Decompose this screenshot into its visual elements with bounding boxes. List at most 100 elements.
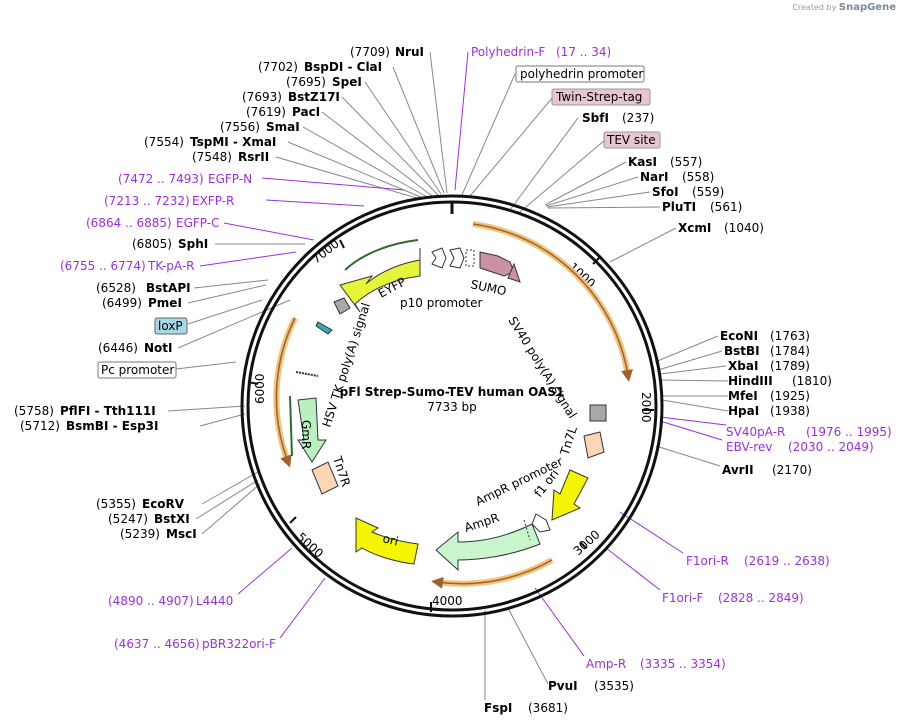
svg-text:XcmI: XcmI [678, 221, 711, 235]
svg-text:(6805): (6805) [132, 237, 172, 251]
svg-text:HindIII: HindIII [728, 374, 773, 388]
backbone-outer [240, 194, 664, 618]
enzyme-fspi: FspI (3681) [484, 701, 568, 715]
svg-text:(7693): (7693) [242, 90, 282, 104]
svg-text:(1784): (1784) [770, 344, 810, 358]
tick-2000: 2000 [639, 392, 653, 423]
enzyme-avrii: AvrII (2170) [722, 463, 812, 477]
svg-text:FspI: FspI [484, 701, 512, 715]
svg-text:(2030 .. 2049): (2030 .. 2049) [788, 440, 874, 454]
svg-text:BspDI - ClaI: BspDI - ClaI [304, 60, 382, 74]
tick-7000: 7000 [309, 237, 342, 267]
enzyme-pflfi-tth111i: (5758)PflFI - Tth111I [14, 404, 156, 418]
enzyme-hindiii: HindIII (1810) [728, 374, 832, 388]
grey-marker-left [333, 297, 351, 315]
enzyme-econi: EcoNI(1763) [720, 329, 810, 343]
label-ampr: AmpR [463, 510, 501, 534]
label-hsv-tk-polya: HSV TK poly(A) signal [320, 301, 373, 429]
orf-arc-top-right [472, 221, 631, 377]
svg-text:EGFP-N: EGFP-N [208, 172, 252, 186]
svg-text:TEV site: TEV site [606, 133, 656, 147]
enzyme-labels: (7709)NruI (7702)BspDI - ClaI (7695)SpeI… [14, 45, 832, 715]
gmr-line [289, 395, 293, 457]
svg-text:(3535): (3535) [594, 679, 634, 693]
enzyme-msci: (5239)MscI [120, 527, 197, 541]
p10-arrow-1 [431, 247, 447, 269]
enzyme-sfoi: SfoI(559) [652, 185, 724, 199]
enzyme-bstz17i: (7693) BstZ17I [242, 90, 340, 104]
svg-text:(237): (237) [622, 111, 654, 125]
svg-text:SV40pA-R: SV40pA-R [726, 425, 785, 439]
svg-text:(1938): (1938) [770, 404, 810, 418]
enzyme-bsmbi-esp3i: (5712)BsmBI - Esp3I [20, 419, 158, 433]
leader-lines [167, 51, 729, 700]
orf-arc-top-right-line [472, 223, 633, 382]
svg-text:(1925): (1925) [770, 389, 810, 403]
svg-text:(5355): (5355) [96, 497, 136, 511]
svg-text:F1ori-F: F1ori-F [662, 591, 703, 605]
tick-6000: 6000 [253, 373, 267, 404]
enzyme-rsrii: (7548)RsrII [192, 150, 269, 164]
svg-text:RsrII: RsrII [238, 150, 269, 164]
tick-1000: 1000 [566, 260, 598, 291]
ampr-feature [435, 523, 541, 572]
enzyme-xbai: XbaI(1789) [728, 359, 810, 373]
tick-5000: 5000 [294, 530, 326, 561]
svg-text:BstAPI: BstAPI [146, 281, 191, 295]
svg-text:(558): (558) [682, 170, 714, 184]
svg-text:(1789): (1789) [770, 359, 810, 373]
enzyme-ecorv: (5355)EcoRV [96, 497, 185, 511]
enzyme-kasi: KasI(557) [628, 155, 702, 169]
box-twin-strep-tag: Twin-Strep-tag [551, 88, 651, 106]
svg-text:L4440: L4440 [196, 594, 233, 608]
loxp-marker [315, 321, 333, 335]
svg-text:(3681): (3681) [528, 701, 568, 715]
svg-text:(1810): (1810) [792, 374, 832, 388]
primer-ebv-rev: EBV-rev (2030 .. 2049) [726, 440, 874, 454]
primer-tk-pa-r: (6755 .. 6774)TK-pA-R [60, 259, 195, 273]
svg-text:SmaI: SmaI [266, 120, 300, 134]
svg-text:Polyhedrin-F: Polyhedrin-F [471, 45, 545, 59]
p10-arrow-2 [449, 247, 465, 269]
svg-text:EXFP-R: EXFP-R [192, 194, 234, 208]
svg-text:PflFI - Tth111I: PflFI - Tth111I [60, 404, 156, 418]
svg-text:(3335 .. 3354): (3335 .. 3354) [640, 657, 726, 671]
svg-text:HpaI: HpaI [728, 404, 759, 418]
svg-text:EGFP-C: EGFP-C [176, 216, 219, 230]
svg-text:SphI: SphI [178, 237, 208, 251]
svg-text:(6446): (6446) [98, 341, 138, 355]
svg-text:SfoI: SfoI [652, 185, 679, 199]
enzyme-bstapi: (6528) BstAPI [96, 281, 191, 295]
gmr-feature [297, 397, 327, 463]
enzyme-pvui: PvuI(3535) [548, 679, 634, 693]
svg-text:PluTI: PluTI [662, 200, 696, 214]
svg-text:NruI: NruI [395, 45, 424, 59]
svg-text:AvrII: AvrII [722, 463, 754, 477]
svg-text:KasI: KasI [628, 155, 657, 169]
svg-text:BstZ17I: BstZ17I [288, 90, 340, 104]
plasmid-name: pFl Strep-Sumo-TEV human OAS1 [340, 385, 565, 399]
tn7l-feature [583, 431, 605, 459]
primer-amp-r: Amp-R(3335 .. 3354) [586, 657, 726, 671]
watermark-created-by: Created by [792, 3, 837, 12]
svg-text:(1976 .. 1995): (1976 .. 1995) [806, 425, 892, 439]
box-loxp: loxP [154, 317, 188, 335]
svg-text:(4890 .. 4907): (4890 .. 4907) [108, 594, 194, 608]
watermark-brand: SnapGene [838, 2, 896, 13]
svg-text:SbfI: SbfI [582, 111, 609, 125]
svg-text:(2170): (2170) [772, 463, 812, 477]
primer-polyhedrin-f: Polyhedrin-F(17 .. 34) [471, 45, 611, 59]
eyfp-feature [339, 248, 421, 313]
svg-text:(6528): (6528) [96, 281, 136, 295]
svg-text:(6755 .. 6774): (6755 .. 6774) [60, 259, 146, 273]
svg-text:(7472 .. 7493): (7472 .. 7493) [118, 172, 204, 186]
svg-text:(2828 .. 2849): (2828 .. 2849) [718, 591, 804, 605]
svg-text:EBV-rev: EBV-rev [726, 440, 772, 454]
enzyme-sphi: (6805) SphI [132, 237, 208, 251]
svg-text:F1ori-R: F1ori-R [686, 554, 729, 568]
tick-4000: 4000 [432, 594, 463, 608]
svg-text:EcoNI: EcoNI [720, 329, 758, 343]
svg-text:(6864 .. 6885): (6864 .. 6885) [86, 216, 172, 230]
svg-text:(7709): (7709) [350, 45, 390, 59]
pc-promoter-mark [295, 371, 319, 377]
